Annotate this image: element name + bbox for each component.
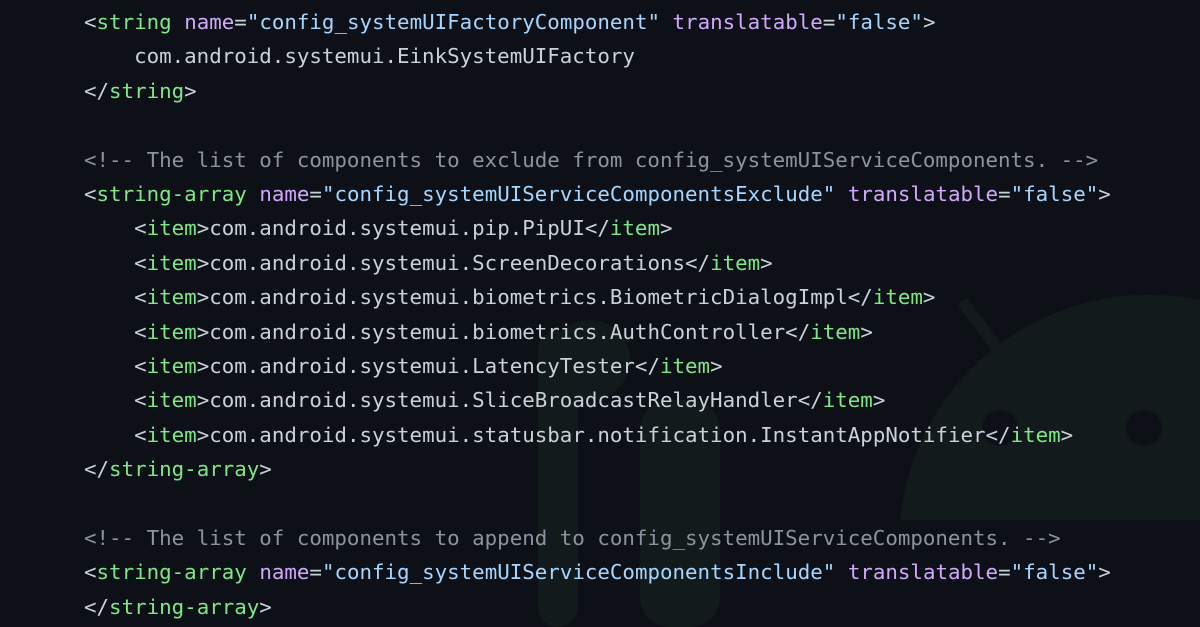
comment: <!-- The list of components to exclude f… bbox=[84, 147, 1099, 172]
punctuation: </ bbox=[84, 78, 110, 103]
tag-name: item bbox=[810, 319, 861, 344]
punctuation: > bbox=[872, 388, 886, 413]
punctuation: < bbox=[84, 353, 147, 378]
comment: <!-- The list of components to append to… bbox=[84, 525, 1061, 550]
attribute-name: name bbox=[184, 10, 235, 34]
attribute-value: "config_systemUIServiceComponentsInclude… bbox=[321, 560, 836, 585]
code-line: <item>com.android.systemui.SliceBroadcas… bbox=[84, 383, 1111, 417]
text-content: >com.android.systemui.ScreenDecorations<… bbox=[196, 250, 711, 275]
attribute-name: translatable bbox=[847, 560, 999, 585]
punctuation: > bbox=[1098, 181, 1111, 206]
code-line: <item>com.android.systemui.biometrics.Bi… bbox=[84, 280, 1111, 314]
code-line: <item>com.android.systemui.pip.PipUI</it… bbox=[84, 211, 1111, 245]
code-line: <string-array name="config_systemUIServi… bbox=[84, 555, 1111, 589]
text-content bbox=[835, 182, 848, 206]
tag-name: string bbox=[96, 10, 172, 34]
code-line: <item>com.android.systemui.ScreenDecorat… bbox=[84, 246, 1111, 280]
text-content: >com.android.systemui.SliceBroadcastRela… bbox=[196, 388, 823, 413]
punctuation: </ bbox=[84, 594, 110, 619]
tag-name: item bbox=[609, 216, 660, 241]
punctuation: > bbox=[259, 594, 272, 619]
punctuation: < bbox=[84, 422, 147, 447]
tag-name: item bbox=[659, 353, 711, 378]
punctuation: = bbox=[998, 560, 1011, 585]
text-content: >com.android.systemui.statusbar.notifica… bbox=[196, 422, 1011, 447]
text-content bbox=[172, 10, 185, 34]
text-content bbox=[660, 10, 673, 34]
attribute-name: translatable bbox=[847, 181, 999, 206]
attribute-value: "false" bbox=[1010, 560, 1099, 585]
tag-name: string-array bbox=[96, 181, 247, 206]
punctuation: > bbox=[760, 250, 773, 275]
tag-name: item bbox=[146, 353, 197, 378]
attribute-value: "false" bbox=[1010, 181, 1099, 206]
tag-name: string bbox=[109, 78, 185, 103]
tag-name: string-array bbox=[109, 457, 260, 482]
punctuation: = bbox=[998, 181, 1011, 206]
text-content: >com.android.systemui.LatencyTester</ bbox=[196, 353, 660, 378]
code-line: com.android.systemui.EinkSystemUIFactory bbox=[84, 39, 1111, 73]
code-line: <string-array name="config_systemUIServi… bbox=[84, 177, 1111, 211]
tag-name: string-array bbox=[109, 594, 260, 619]
punctuation: < bbox=[84, 10, 97, 34]
code-line: <!-- The list of components to exclude f… bbox=[84, 143, 1111, 177]
punctuation: < bbox=[84, 250, 147, 275]
text-content bbox=[247, 560, 260, 584]
punctuation: = bbox=[309, 560, 322, 585]
code-line: <item>com.android.systemui.LatencyTester… bbox=[84, 349, 1111, 383]
tag-name: item bbox=[710, 250, 761, 275]
punctuation: > bbox=[1098, 560, 1111, 585]
code-editor: <string name="config_systemUIFactoryComp… bbox=[84, 5, 1111, 624]
punctuation: = bbox=[822, 10, 836, 34]
punctuation: = bbox=[309, 181, 322, 206]
punctuation: < bbox=[84, 285, 147, 310]
punctuation: > bbox=[1060, 422, 1074, 447]
tag-name: item bbox=[1010, 422, 1061, 447]
tag-name: item bbox=[146, 250, 197, 275]
text-content bbox=[247, 182, 260, 206]
code-line: <string name="config_systemUIFactoryComp… bbox=[84, 5, 1111, 39]
code-line: </string-array> bbox=[84, 452, 1111, 486]
tag-name: item bbox=[146, 285, 197, 310]
tag-name: item bbox=[146, 422, 197, 447]
punctuation: = bbox=[234, 10, 247, 34]
text-content bbox=[835, 560, 848, 584]
punctuation: > bbox=[710, 353, 723, 378]
attribute-name: name bbox=[259, 181, 310, 206]
tag-name: item bbox=[872, 285, 923, 310]
code-line bbox=[84, 108, 1111, 142]
tag-name: item bbox=[146, 388, 197, 413]
text-content: >com.android.systemui.biometrics.AuthCon… bbox=[196, 319, 811, 344]
attribute-name: name bbox=[259, 560, 310, 585]
punctuation: > bbox=[922, 10, 936, 34]
attribute-name: translatable bbox=[672, 10, 823, 34]
punctuation: > bbox=[860, 319, 873, 344]
punctuation: > bbox=[259, 457, 272, 482]
punctuation: > bbox=[184, 78, 197, 103]
code-line: </string> bbox=[84, 74, 1111, 108]
tag-name: string-array bbox=[96, 560, 247, 585]
punctuation: < bbox=[84, 388, 147, 413]
punctuation: < bbox=[84, 319, 147, 344]
tag-name: item bbox=[146, 319, 197, 344]
attribute-value: "false" bbox=[835, 10, 923, 34]
attribute-value: "config_systemUIServiceComponentsExclude… bbox=[321, 181, 836, 206]
punctuation: > bbox=[922, 285, 936, 310]
punctuation: < bbox=[84, 181, 97, 206]
punctuation: < bbox=[84, 216, 147, 241]
text-content: >com.android.systemui.biometrics.Biometr… bbox=[196, 285, 873, 310]
code-line: <item>com.android.systemui.statusbar.not… bbox=[84, 418, 1111, 452]
code-line bbox=[84, 486, 1111, 520]
punctuation: > bbox=[659, 216, 673, 241]
tag-name: item bbox=[146, 216, 197, 241]
code-line: </string-array> bbox=[84, 590, 1111, 624]
text-content: com.android.systemui.EinkSystemUIFactory bbox=[84, 44, 635, 69]
punctuation: < bbox=[84, 560, 97, 585]
attribute-value: "config_systemUIFactoryComponent" bbox=[246, 10, 660, 34]
code-line: <item>com.android.systemui.biometrics.Au… bbox=[84, 315, 1111, 349]
tag-name: item bbox=[822, 388, 873, 413]
code-line: <!-- The list of components to append to… bbox=[84, 521, 1111, 555]
text-content: >com.android.systemui.pip.PipUI</ bbox=[196, 216, 610, 241]
punctuation: </ bbox=[84, 457, 110, 482]
